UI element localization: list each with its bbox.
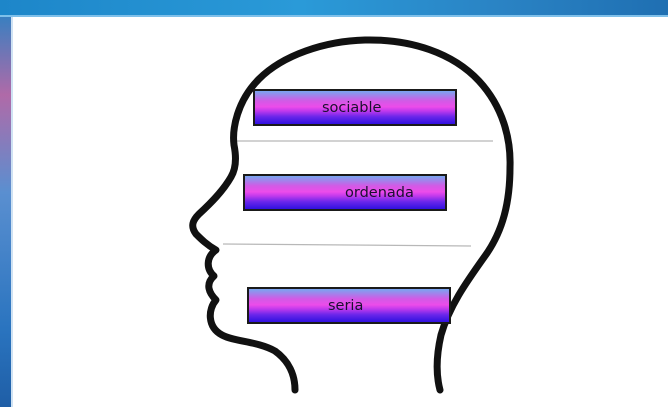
window-left-border (0, 17, 13, 407)
label-text-seria: seria (328, 297, 364, 314)
label-box-sociable[interactable]: sociable (253, 89, 457, 126)
label-box-ordenada[interactable]: ordenada (243, 174, 447, 211)
divider-line-lower (222, 243, 472, 247)
label-text-sociable: sociable (322, 99, 382, 116)
head-silhouette-icon (189, 36, 514, 394)
window-title-bar (0, 0, 668, 17)
head-outline (189, 36, 514, 394)
label-box-seria[interactable]: seria (247, 287, 451, 324)
label-text-ordenada: ordenada (345, 184, 414, 201)
worksheet-canvas: sociable ordenada seria (13, 17, 668, 407)
